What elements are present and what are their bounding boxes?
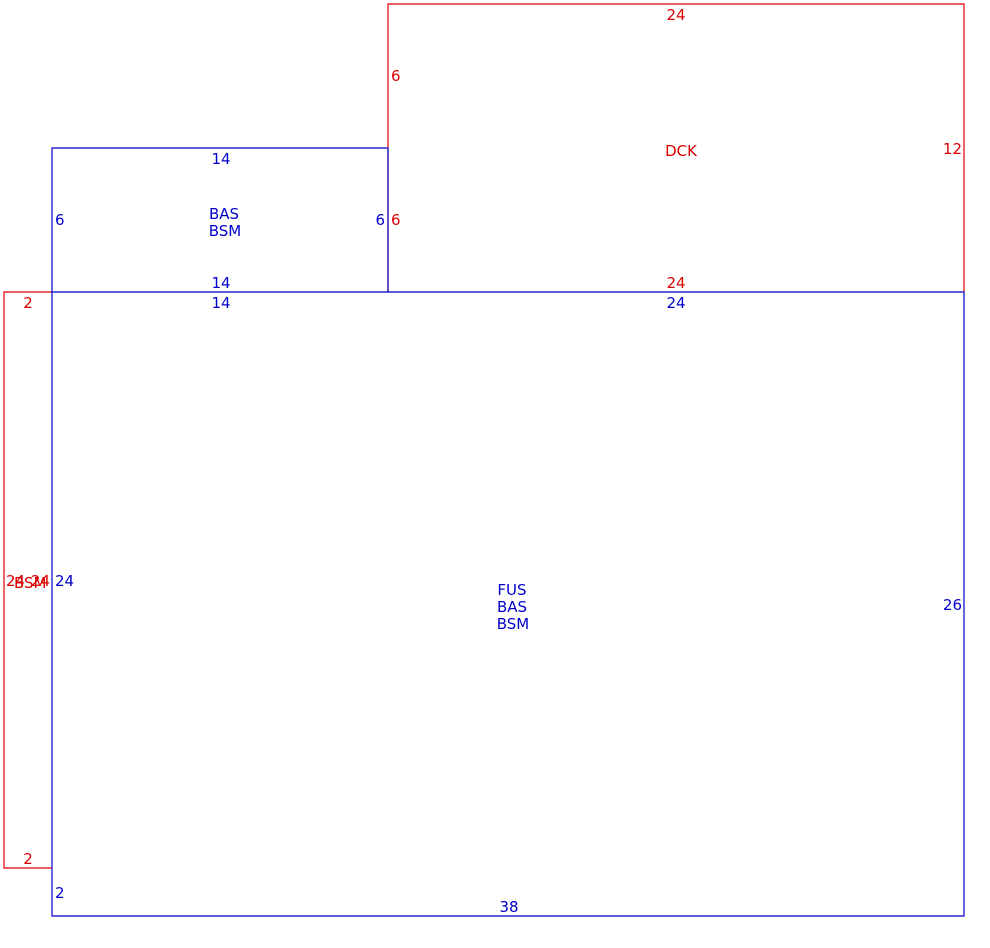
main-right-dim: 26 bbox=[943, 596, 962, 614]
bas-small-label-1: BAS bbox=[209, 205, 239, 223]
strip-right-dim: 24 bbox=[31, 572, 50, 590]
dck-label: DCK bbox=[665, 142, 698, 160]
main-left-upper-dim: 24 bbox=[55, 572, 74, 590]
bas-small-outline bbox=[51, 147, 389, 292]
dck-top-dim: 24 bbox=[666, 6, 685, 24]
bas-small-label-2: BSM bbox=[209, 222, 242, 240]
dck-left-upper-dim: 6 bbox=[391, 67, 401, 85]
strip-left-dim: 24 bbox=[6, 572, 25, 590]
dck-bottom-dim: 24 bbox=[666, 274, 685, 292]
dck-left-lower-dim: 6 bbox=[391, 211, 401, 229]
main-top-right-dim: 24 bbox=[666, 294, 685, 312]
main-label-3: BSM bbox=[497, 615, 530, 633]
main-label-2: BAS bbox=[497, 598, 527, 616]
strip-outline bbox=[3, 291, 52, 869]
strip-label: BSM bbox=[14, 574, 47, 592]
bas-small-bottom-dim: 14 bbox=[211, 274, 230, 292]
main-bottom-dim: 38 bbox=[499, 898, 518, 916]
main-outline bbox=[51, 291, 965, 917]
bas-small-left-dim: 6 bbox=[55, 211, 65, 229]
main-top-left-dim: 14 bbox=[211, 294, 230, 312]
bas-small-right-dim: 6 bbox=[375, 211, 385, 229]
bas-small-top-dim: 14 bbox=[211, 150, 230, 168]
dck-right-dim: 12 bbox=[943, 140, 962, 158]
main-left-lower-dim: 2 bbox=[55, 884, 65, 902]
strip-bottom-dim: 2 bbox=[23, 850, 33, 868]
strip-top-dim: 2 bbox=[23, 294, 33, 312]
main-label-1: FUS bbox=[497, 581, 526, 599]
